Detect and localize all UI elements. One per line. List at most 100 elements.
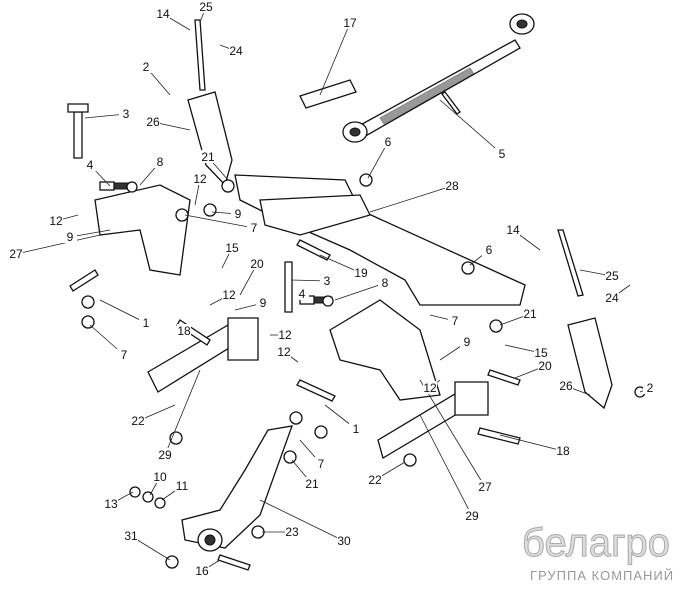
callout-bg <box>124 529 138 542</box>
callout-22: 22 <box>131 414 145 428</box>
callout-9: 9 <box>464 335 471 349</box>
callout-bg <box>482 243 496 256</box>
callout-12: 12 <box>423 381 437 395</box>
callout-bg <box>295 287 309 300</box>
callout-26: 26 <box>146 115 160 129</box>
callout-bg <box>175 479 189 492</box>
callout-14: 14 <box>506 223 520 237</box>
callout-2: 2 <box>143 60 150 74</box>
callout-1: 1 <box>143 316 150 330</box>
callout-bg <box>153 155 167 168</box>
callout-24: 24 <box>605 291 619 305</box>
callout-bg <box>556 444 570 457</box>
callout-12: 12 <box>278 328 292 342</box>
callout-27: 27 <box>9 247 23 261</box>
callout-19: 19 <box>354 266 368 280</box>
callout-bg <box>63 230 77 243</box>
callout-15: 15 <box>534 346 548 360</box>
leader-line <box>439 99 503 155</box>
callout-bg <box>337 534 351 547</box>
leader-line <box>99 299 147 324</box>
callout-bg <box>119 107 133 120</box>
callout-26: 26 <box>559 379 573 393</box>
leader-line <box>15 234 101 255</box>
callout-bg <box>349 422 363 435</box>
callout-31: 31 <box>124 529 138 543</box>
callout-bg <box>222 288 236 301</box>
callout-bg <box>83 158 97 171</box>
callout-bg <box>131 414 145 427</box>
callout-bg <box>605 291 619 304</box>
callout-bg <box>104 497 118 510</box>
lever-30 <box>181 425 293 549</box>
callout-bg <box>229 44 243 57</box>
callout-bg <box>605 269 619 282</box>
callout-bg <box>158 448 172 461</box>
callout-bg <box>465 509 479 522</box>
callout-bg <box>250 257 264 270</box>
callout-12: 12 <box>222 288 236 302</box>
callout-3: 3 <box>123 107 130 121</box>
bolt-3 <box>73 111 83 159</box>
callout-bg <box>256 296 270 309</box>
callout-backgrounds <box>9 0 657 577</box>
plate-26b <box>567 317 613 410</box>
callout-bg <box>368 473 382 486</box>
callout-18: 18 <box>556 444 570 458</box>
callout-9: 9 <box>260 296 267 310</box>
callout-bg <box>523 307 537 320</box>
callout-8: 8 <box>157 155 164 169</box>
callout-4: 4 <box>299 287 306 301</box>
callout-21: 21 <box>523 307 537 321</box>
callout-9: 9 <box>235 207 242 221</box>
callout-bg <box>643 381 657 394</box>
callout-bg <box>506 223 520 236</box>
watermark-brand: белагро <box>522 521 670 565</box>
callout-11: 11 <box>176 479 189 493</box>
callout-bg <box>9 247 23 260</box>
callout-bg <box>199 0 213 13</box>
callout-bg <box>495 147 509 160</box>
callout-bg <box>538 359 552 372</box>
callout-10: 10 <box>153 470 167 484</box>
callout-bg <box>153 470 167 483</box>
callout-21: 21 <box>305 477 319 491</box>
callout-bg <box>177 324 191 337</box>
callout-bg <box>354 266 368 279</box>
watermark: белагро ГРУППА КОМПАНИЙ <box>522 521 674 584</box>
callout-bg <box>305 477 319 490</box>
callout-22: 22 <box>368 473 382 487</box>
callout-15: 15 <box>225 241 239 255</box>
callout-6: 6 <box>486 243 493 257</box>
callout-bg <box>460 335 474 348</box>
callout-bg <box>559 379 573 392</box>
callout-16: 16 <box>195 564 209 578</box>
callout-bg <box>231 207 245 220</box>
callout-bg <box>139 60 153 73</box>
callout-29: 29 <box>465 509 479 523</box>
callout-6: 6 <box>385 135 392 149</box>
leader-line <box>184 214 255 229</box>
callout-7: 7 <box>121 348 128 362</box>
callout-9: 9 <box>67 230 74 244</box>
callout-bg <box>534 346 548 359</box>
pin-17 <box>299 79 357 109</box>
top-link <box>342 13 535 143</box>
callout-bg <box>117 348 131 361</box>
callout-23: 23 <box>285 525 299 539</box>
callout-bg <box>193 172 207 185</box>
leader-line <box>164 369 201 456</box>
pin-25b <box>557 229 584 297</box>
callout-27: 27 <box>478 480 492 494</box>
callout-bg <box>343 16 357 29</box>
leader-line <box>259 499 345 542</box>
callout-bg <box>423 381 437 394</box>
callout-25: 25 <box>199 0 213 14</box>
callout-bg <box>139 316 153 329</box>
callout-18: 18 <box>177 324 191 338</box>
callout-13: 13 <box>104 497 118 511</box>
callout-21: 21 <box>201 150 215 164</box>
